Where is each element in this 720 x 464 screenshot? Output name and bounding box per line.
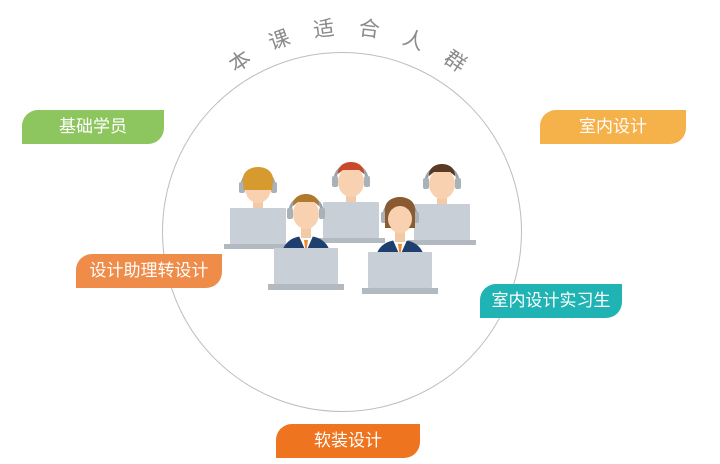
tag-interior-intern: 室内设计实习生 — [480, 284, 622, 318]
tag-interior-design: 室内设计 — [540, 110, 686, 144]
circle-outline — [162, 52, 522, 412]
tag-assistant-to-designer: 设计助理转设计 — [76, 254, 222, 288]
tag-basic-students: 基础学员 — [22, 110, 164, 144]
tag-soft-decoration: 软装设计 — [276, 424, 420, 458]
